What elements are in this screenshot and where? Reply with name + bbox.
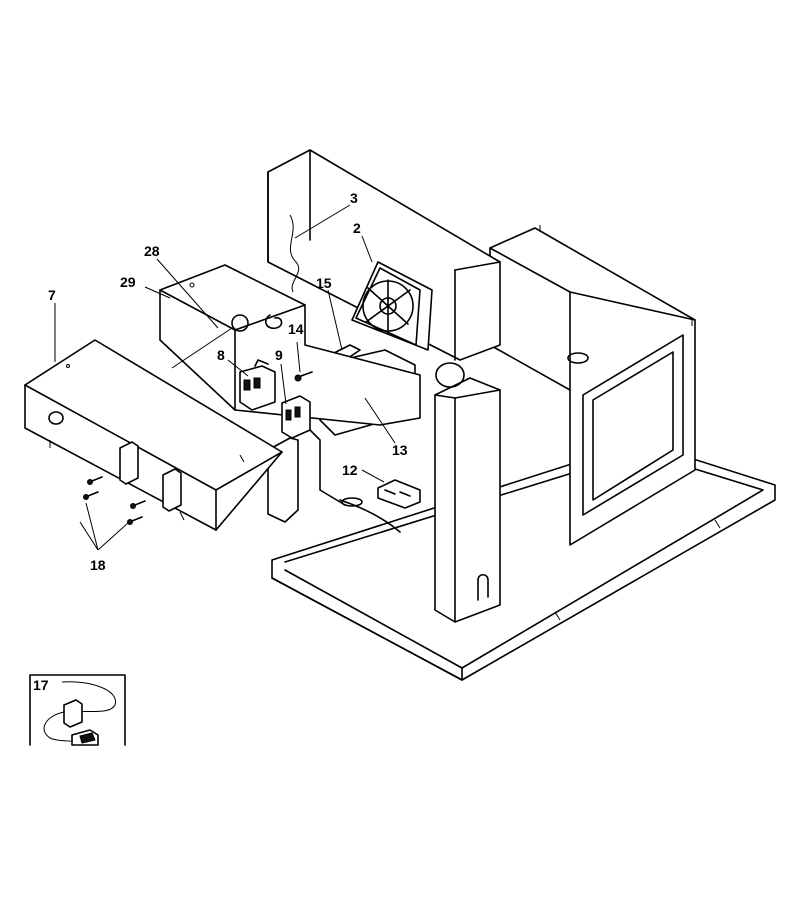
wiring-inset (29, 674, 126, 746)
control-box (159, 264, 421, 426)
callout-13: 13 (392, 442, 408, 458)
front-cover (24, 339, 283, 531)
callout-labels: 2 3 7 8 9 12 13 14 15 17 18 28 29 (33, 190, 408, 693)
callout-29: 29 (120, 274, 136, 290)
callout-14: 14 (288, 321, 304, 337)
front-post (434, 362, 501, 623)
switch-8 (239, 359, 276, 411)
rear-frame (489, 225, 696, 546)
callout-7: 7 (48, 287, 56, 303)
callout-17: 17 (33, 677, 49, 693)
callout-15: 15 (316, 275, 332, 291)
mounting-bracket (267, 429, 346, 523)
callout-28: 28 (144, 243, 160, 259)
fan-assembly (351, 261, 433, 351)
igniter (339, 479, 421, 533)
callout-12: 12 (342, 462, 358, 478)
callout-2: 2 (353, 220, 361, 236)
callout-3: 3 (350, 190, 358, 206)
callout-9: 9 (275, 347, 283, 363)
back-panel (267, 149, 501, 361)
leader-lines (54, 204, 396, 551)
callout-8: 8 (217, 347, 225, 363)
screws (83, 371, 313, 525)
callout-18: 18 (90, 557, 106, 573)
